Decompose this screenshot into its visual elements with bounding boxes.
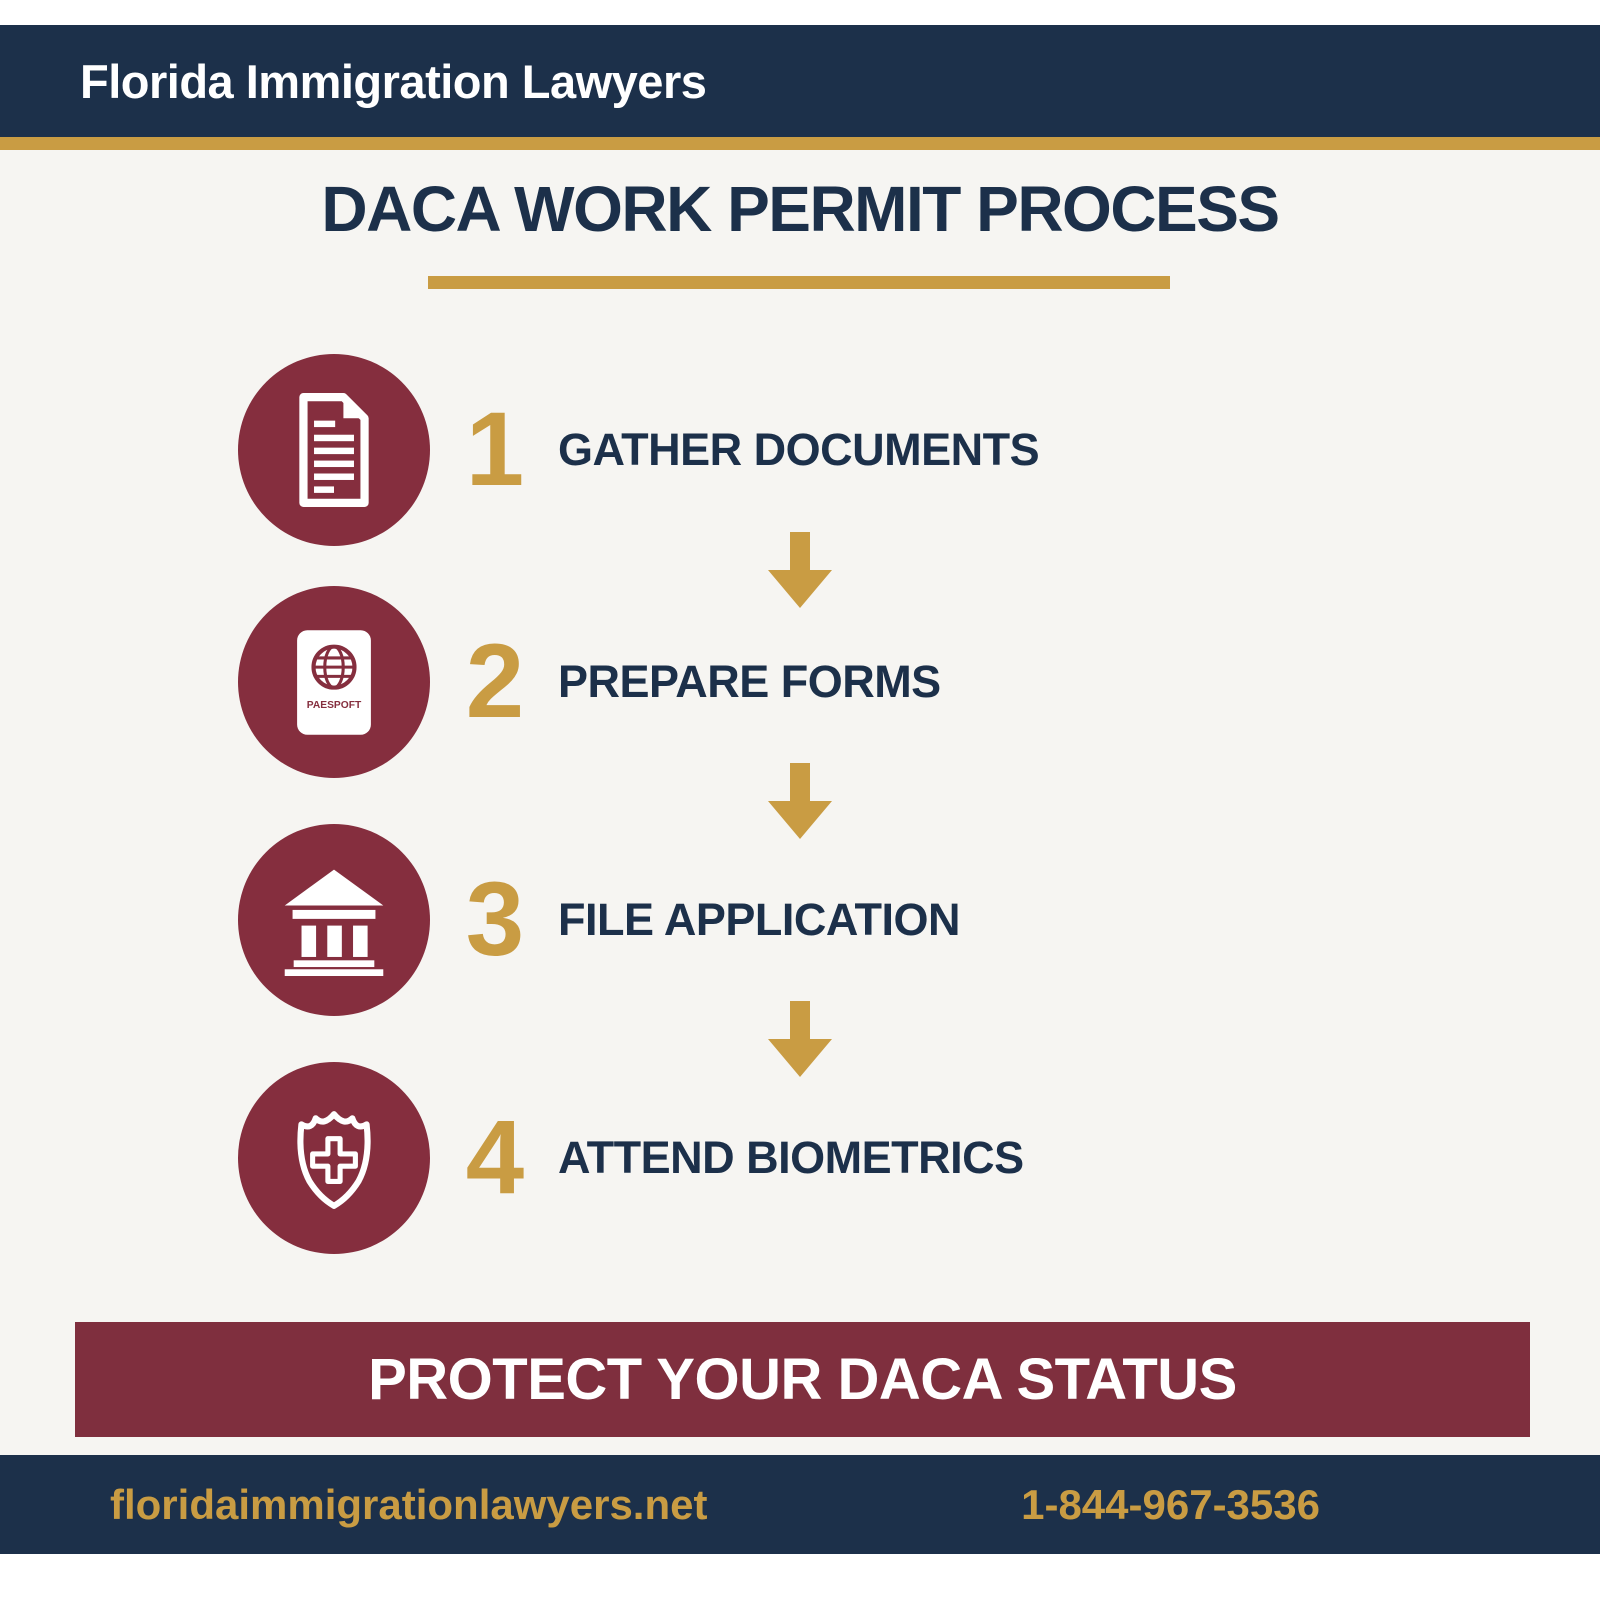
step-2-number: 2 <box>465 623 525 740</box>
step-1-number: 1 <box>465 391 525 508</box>
step-row-3: 3 FILE APPLICATION <box>0 824 1600 1016</box>
footer-website: floridaimmigrationlawyers.net <box>110 1480 708 1528</box>
footer-phone: 1-844-967-3536 <box>1021 1480 1320 1528</box>
step-row-2: PAESPOFT 2 PREPARE FORMS <box>0 586 1600 778</box>
step-2-label: PREPARE FORMS <box>558 656 941 707</box>
step-row-4: 4 ATTEND BIOMETRICS <box>0 1062 1600 1254</box>
page-title: DACA WORK PERMIT PROCESS <box>321 173 1280 245</box>
passport-icon: PAESPOFT <box>297 629 371 735</box>
step-row-1: 1 GATHER DOCUMENTS <box>0 354 1600 546</box>
bank-icon <box>284 869 384 976</box>
passport-label: PAESPOFT <box>307 700 362 711</box>
brand-name: Florida Immigration Lawyers <box>80 54 707 108</box>
cta-banner-text: PROTECT YOUR DACA STATUS <box>368 1347 1237 1412</box>
step-1-label: GATHER DOCUMENTS <box>558 424 1040 475</box>
down-arrow-icon <box>768 1001 832 1077</box>
step-2-circle: PAESPOFT <box>238 586 430 778</box>
down-arrow-icon <box>768 532 832 608</box>
step-3-number: 3 <box>465 861 525 978</box>
cta-banner: PROTECT YOUR DACA STATUS <box>75 1322 1530 1437</box>
title-underline <box>428 276 1170 289</box>
document-icon <box>299 393 369 507</box>
footer-bar: floridaimmigrationlawyers.net 1-844-967-… <box>0 1455 1600 1554</box>
step-4-circle <box>238 1062 430 1254</box>
step-3-circle <box>238 824 430 1016</box>
step-3-label: FILE APPLICATION <box>558 894 961 945</box>
shield-icon <box>297 1111 371 1209</box>
step-4-label: ATTEND BIOMETRICS <box>558 1132 1024 1183</box>
header-bar: Florida Immigration Lawyers <box>0 25 1600 137</box>
step-4-number: 4 <box>465 1099 525 1216</box>
header-gold-strip <box>0 137 1600 150</box>
step-1-circle <box>238 354 430 546</box>
down-arrow-icon <box>768 763 832 839</box>
